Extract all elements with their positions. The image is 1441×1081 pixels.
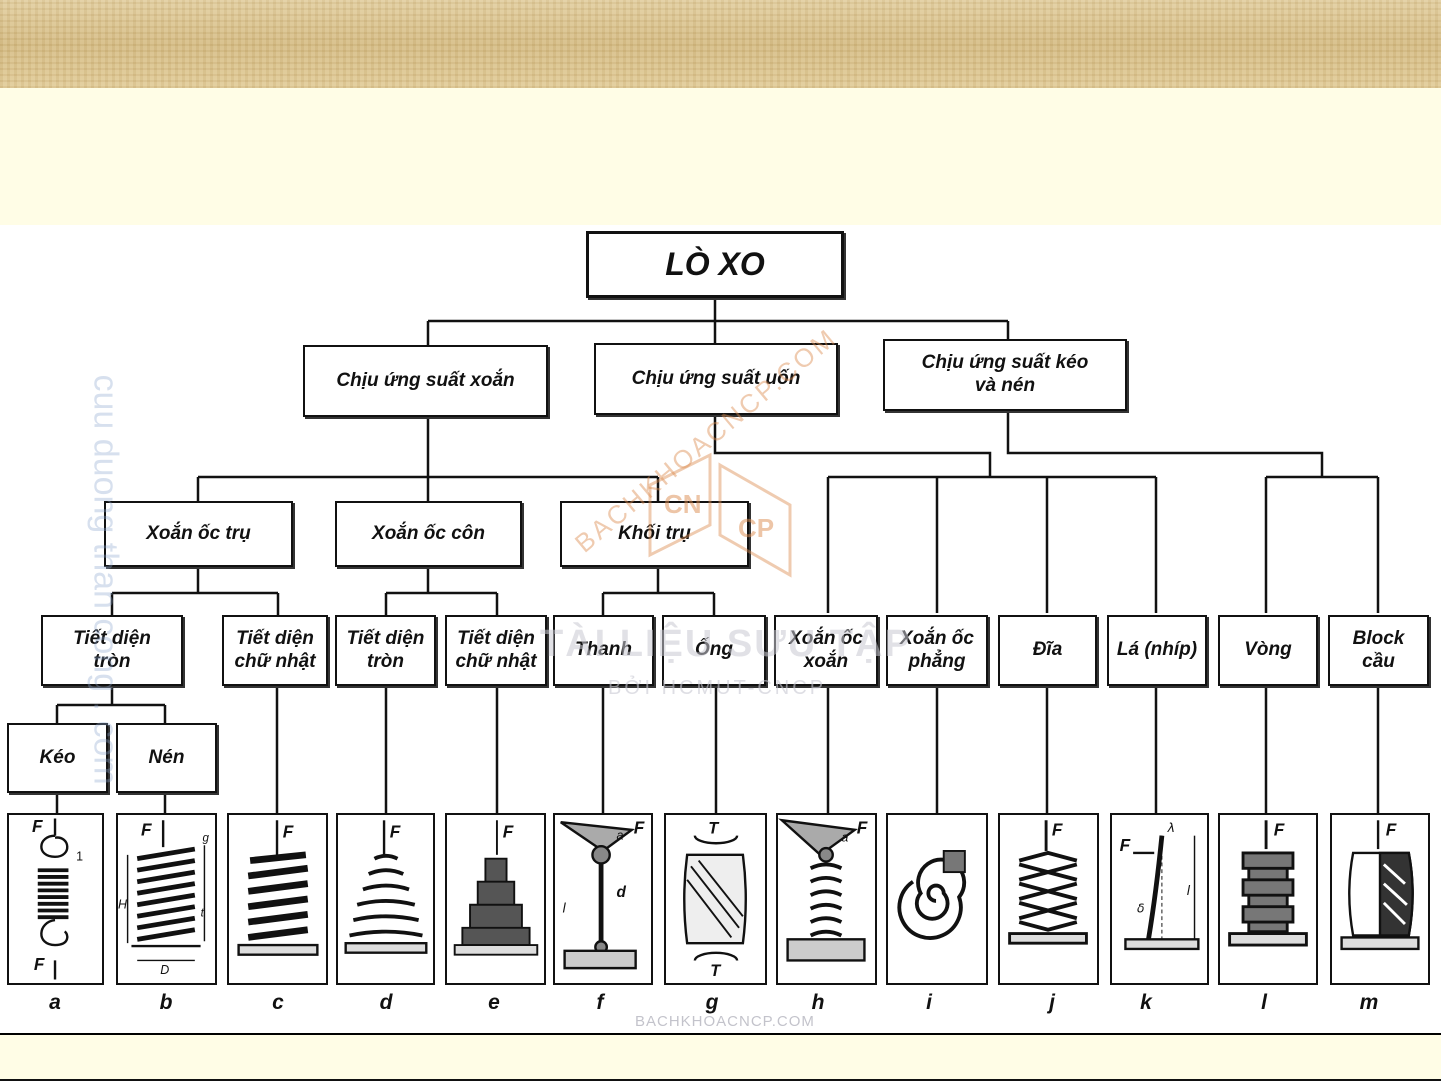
figure-letter-a: a bbox=[49, 991, 61, 1014]
figure-e-conical-rect: F bbox=[445, 813, 546, 985]
tension-node: Kéo bbox=[7, 723, 108, 793]
block-node: Block cầu bbox=[1328, 615, 1429, 686]
figure-letter-i: i bbox=[926, 991, 932, 1014]
figure-j-disc-spring: F bbox=[998, 813, 1099, 985]
arm-label: a bbox=[616, 828, 623, 842]
force-label: F bbox=[34, 954, 45, 974]
force-label: F bbox=[857, 818, 868, 838]
figure-l-ring-spring: F bbox=[1218, 813, 1318, 985]
figure-letter-m: m bbox=[1359, 991, 1379, 1014]
figure-letter-g: g bbox=[705, 991, 719, 1014]
figure-m-block-spring: F bbox=[1330, 813, 1430, 985]
flat-coil-node: Xoắn ốc phẳng bbox=[886, 615, 988, 686]
round-section-node: Tiết diện tròn bbox=[41, 615, 183, 686]
figure-b-compression-spring: F H D g t bbox=[116, 813, 217, 985]
arm-label: a bbox=[841, 830, 848, 844]
header-banner bbox=[0, 0, 1441, 88]
watermark-collection: TÀI LIỆU SƯU TẬP bbox=[540, 623, 912, 665]
footer-divider bbox=[0, 1033, 1441, 1035]
footer-bottom-edge bbox=[0, 1079, 1441, 1081]
pitch-label: t bbox=[201, 907, 205, 919]
ring-node: Vòng bbox=[1218, 615, 1318, 686]
logo-text-cp: CP bbox=[738, 513, 774, 543]
force-label: F bbox=[32, 816, 43, 836]
figure-letter-f: f bbox=[596, 991, 604, 1014]
rect-section-node: Tiết diện chữ nhật bbox=[222, 615, 328, 686]
compression-node: Nén bbox=[116, 723, 217, 793]
figure-g-tube: T T bbox=[664, 813, 767, 985]
force-label: F bbox=[283, 822, 294, 842]
solid-cylinder-node: Khối trụ bbox=[560, 501, 749, 567]
watermark-logo: CN CP bbox=[648, 452, 792, 578]
rect-section-node: Tiết diện chữ nhật bbox=[445, 615, 547, 686]
force-label: F bbox=[1052, 820, 1063, 840]
force-label: F bbox=[503, 822, 514, 842]
torque-label: T bbox=[708, 820, 720, 838]
tube-node: Ống bbox=[662, 615, 766, 686]
figure-letter-e: e bbox=[488, 991, 500, 1014]
conical-coil-node: Xoắn ốc côn bbox=[335, 501, 522, 567]
bar-node: Thanh bbox=[553, 615, 654, 686]
figure-letter-h: h bbox=[811, 991, 825, 1014]
footer-bar bbox=[0, 1035, 1441, 1079]
force-label: F bbox=[1274, 820, 1285, 840]
force-label: F bbox=[390, 822, 401, 842]
torque-label: T bbox=[710, 962, 722, 980]
gap-label: g bbox=[203, 832, 210, 844]
watermark-bottom: BACHKHOACNCP.COM bbox=[635, 1013, 815, 1030]
slide-background bbox=[0, 88, 1441, 225]
length-label: l bbox=[1187, 883, 1191, 898]
figure-k-leaf-spring: F λ δ l bbox=[1110, 813, 1209, 985]
length-label: l bbox=[563, 900, 567, 915]
figure-letter-b: b bbox=[159, 991, 173, 1014]
disc-node: Đĩa bbox=[998, 615, 1097, 686]
force-label: F bbox=[1120, 835, 1131, 855]
figure-f-torsion-bar: F a d l bbox=[553, 813, 653, 985]
diameter-label: D bbox=[160, 963, 169, 977]
cylindrical-coil-node: Xoắn ốc trụ bbox=[104, 501, 293, 567]
spring-classification-diagram: LÒ XO Chịu ứng suất xoắn Chịu ứng suất u… bbox=[0, 225, 1441, 1033]
diameter-label: d bbox=[616, 884, 626, 901]
torsion-stress-node: Chịu ứng suất xoắn bbox=[303, 345, 548, 417]
figure-d-conical-round: F bbox=[336, 813, 435, 985]
force-label: F bbox=[141, 820, 152, 840]
height-label: H bbox=[118, 898, 128, 912]
delta-label: δ bbox=[1137, 900, 1145, 915]
lambda-label: λ bbox=[1167, 820, 1175, 835]
figure-c-rect-coil: F bbox=[227, 813, 328, 985]
figure-letter-j: j bbox=[1049, 991, 1055, 1014]
watermark-author: BỞI HCMUT-CNCP bbox=[608, 677, 827, 699]
figure-h-torsion-coil: F a bbox=[776, 813, 877, 985]
figure-a-tension-spring: F F 1 bbox=[7, 813, 104, 985]
torsion-coil-node: Xoắn ốc xoắn bbox=[774, 615, 878, 686]
bending-stress-node: Chịu ứng suất uốn bbox=[594, 343, 838, 415]
figure-i-flat-spiral bbox=[886, 813, 988, 985]
force-label: F bbox=[634, 818, 645, 838]
logo-text-cn: CN bbox=[664, 489, 702, 519]
figure-letter-k: k bbox=[1140, 991, 1152, 1014]
section-label: 1 bbox=[76, 850, 83, 864]
tension-compression-node: Chịu ứng suất kéo và nén bbox=[883, 339, 1127, 411]
force-label: F bbox=[1386, 820, 1397, 840]
connector-lines bbox=[55, 298, 1380, 813]
leaf-node: Lá (nhíp) bbox=[1107, 615, 1207, 686]
root-node: LÒ XO bbox=[586, 231, 844, 298]
figure-letter-d: d bbox=[379, 991, 393, 1014]
round-section-node: Tiết diện tròn bbox=[335, 615, 436, 686]
figure-letter-c: c bbox=[272, 991, 284, 1014]
figure-letter-l: l bbox=[1261, 991, 1267, 1014]
